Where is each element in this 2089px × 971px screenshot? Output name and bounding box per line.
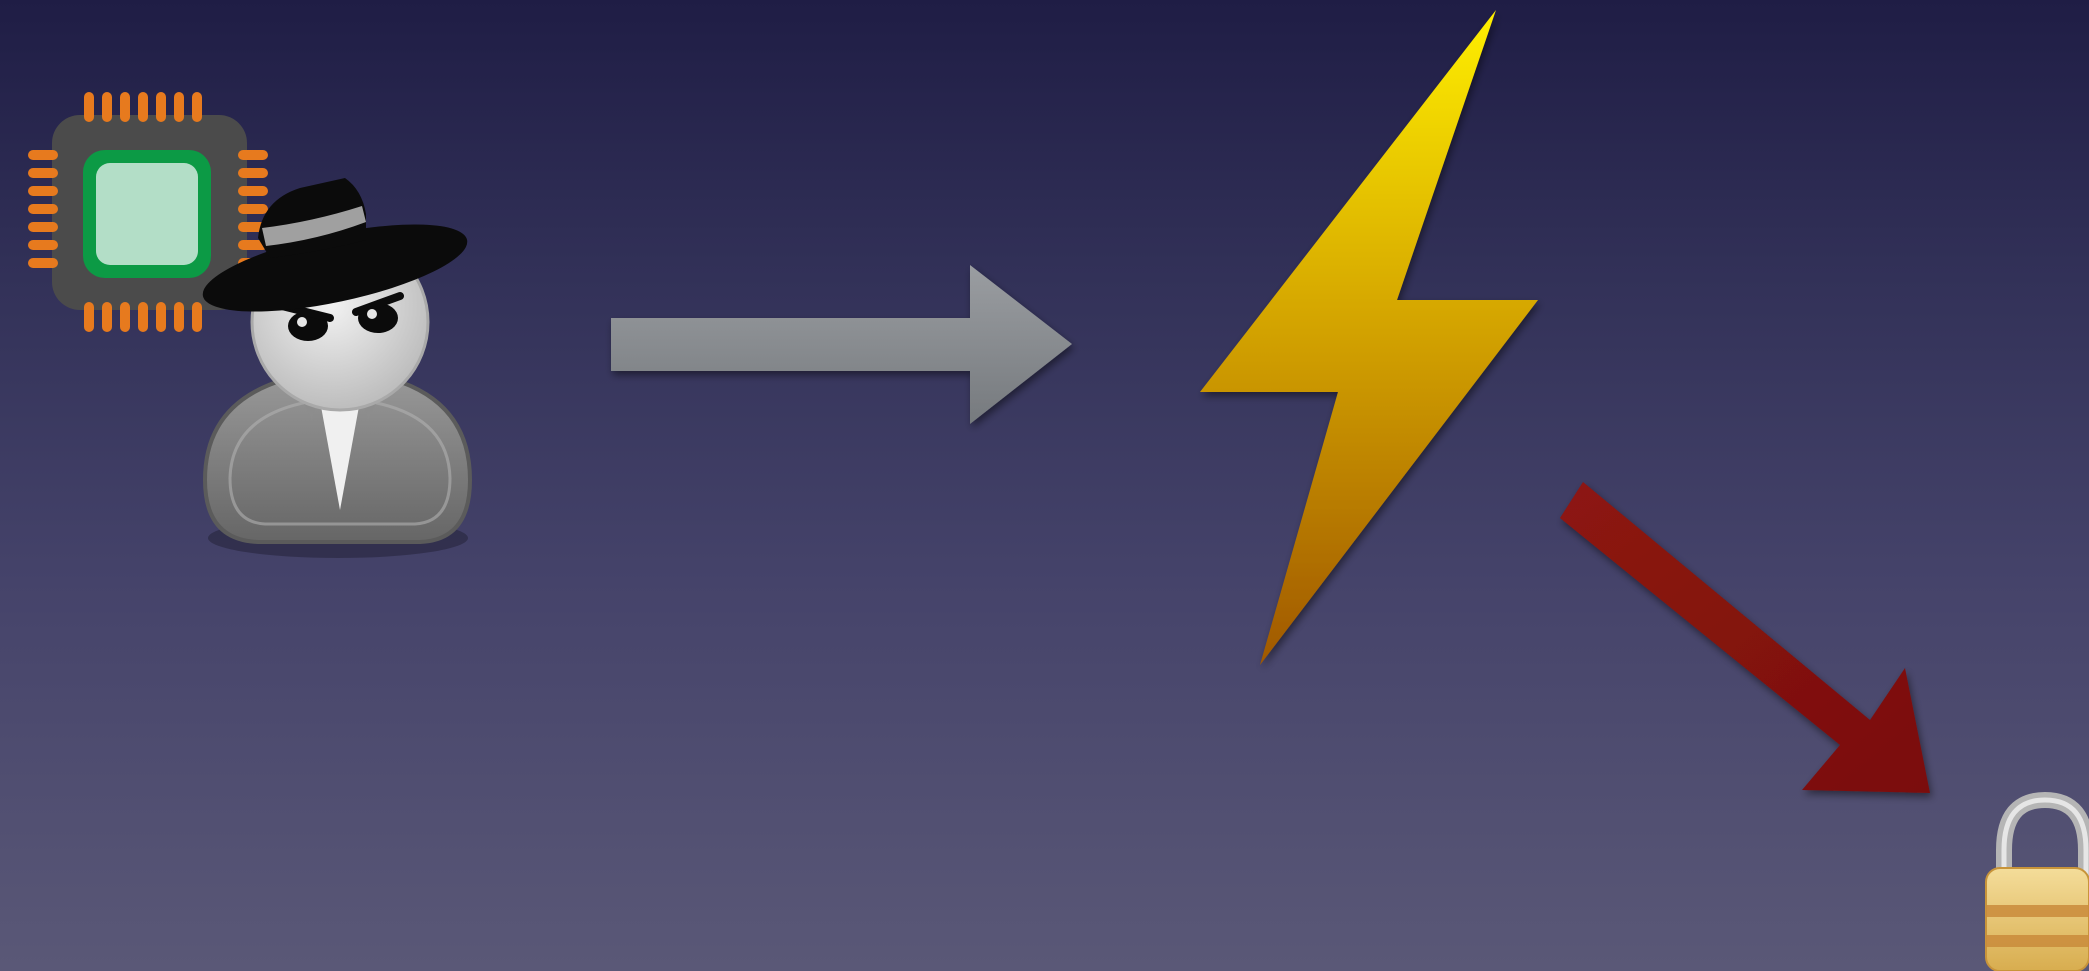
arrow-right-icon (611, 265, 1072, 424)
arrow-down-right-icon (1560, 482, 1930, 793)
lightning-bolt-icon (1200, 10, 1538, 665)
padlock-icon (1986, 800, 2089, 971)
